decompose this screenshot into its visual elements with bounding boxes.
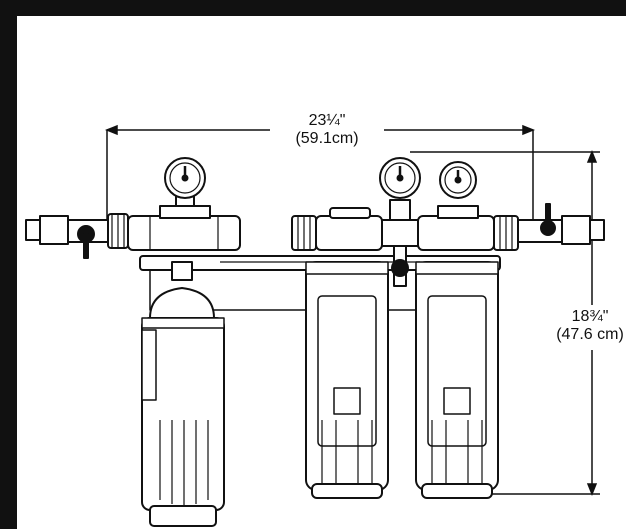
width-dimension-label: 23¼" (59.1cm)	[270, 112, 384, 148]
outlet-fitting	[517, 203, 605, 245]
filter-head-left	[127, 157, 241, 251]
filter-cartridge-left	[141, 261, 225, 527]
width-dimension-line	[104, 124, 536, 222]
height-metric: (47.6 cm)	[556, 326, 624, 343]
filter-system-drawing	[25, 157, 605, 527]
height-imperial: 18¾"	[571, 308, 609, 325]
width-metric: (59.1cm)	[295, 130, 359, 147]
filter-cartridge-center	[305, 261, 389, 499]
filter-cartridge-right	[415, 261, 499, 499]
height-dimension-line	[410, 149, 600, 497]
width-imperial: 23¼"	[308, 112, 346, 129]
middle-fittings	[291, 157, 421, 287]
inlet-fitting	[25, 213, 129, 259]
height-dimension-label: 18¾" (47.6 cm)	[548, 308, 626, 344]
filter-head-right	[417, 161, 519, 251]
